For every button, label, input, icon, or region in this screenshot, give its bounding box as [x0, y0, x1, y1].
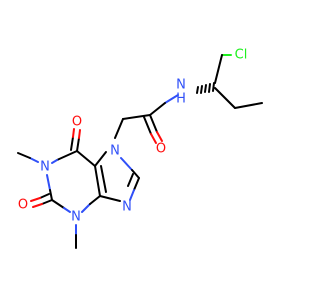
atom-o-top: O — [72, 115, 82, 130]
atom-n7: N — [110, 144, 120, 159]
bond-c5-c6 — [76, 150, 96, 167]
bond-n1-methyl — [29, 157, 39, 163]
bond-ch2-n7 — [114, 118, 124, 139]
bond-carbonyl-ch2 — [122, 114, 151, 120]
atom-label-layer: Cl N H O O O N N N N — [18, 48, 247, 225]
bond-amide-co-1 — [149, 114, 158, 133]
bond-c2-o-2 — [39, 193, 50, 199]
hashed-wedge-bond — [196, 82, 215, 94]
atom-n3: N — [71, 210, 81, 225]
bond-layer — [17, 54, 263, 249]
bond-chiral-ch2-ethyl — [214, 87, 236, 109]
bond-n7-c8 — [120, 157, 133, 171]
bond-c5-n7 — [94, 151, 107, 167]
bond-c6-o-1 — [76, 137, 80, 152]
bond-n1-c2 — [46, 174, 51, 191]
bond-c6-n1 — [56, 150, 78, 161]
bond-c4-c5-double — [100, 165, 107, 193]
bond-n9-c4 — [99, 195, 121, 202]
bond-n3-c4 — [81, 203, 91, 213]
atom-nh-h: H — [176, 92, 186, 107]
atom-nh-n: N — [176, 78, 186, 93]
bond-c6-o-2 — [70, 136, 74, 151]
bond-c2-n3 — [51, 199, 65, 209]
atom-o-left: O — [18, 198, 28, 213]
bond-c2-o-1 — [41, 199, 53, 205]
bond-ethyl-ch3 — [234, 102, 263, 109]
bond-ch2-chiral — [214, 54, 223, 84]
atom-n1: N — [40, 160, 50, 175]
bond-c8-n9-double — [127, 173, 134, 187]
bond-amide-co-2 — [143, 116, 152, 135]
atom-cl: Cl — [235, 48, 248, 63]
bond-c4-c5 — [94, 165, 101, 197]
bond-c8-n9 — [133, 177, 140, 191]
bond-nh-carbonyl-c — [149, 102, 166, 116]
molecule-structure: Cl N H O O O N N N N — [17, 48, 263, 249]
bond-nh-carbonyl — [164, 94, 179, 104]
atom-o-amide: O — [156, 142, 166, 157]
atom-n9: N — [122, 200, 132, 215]
